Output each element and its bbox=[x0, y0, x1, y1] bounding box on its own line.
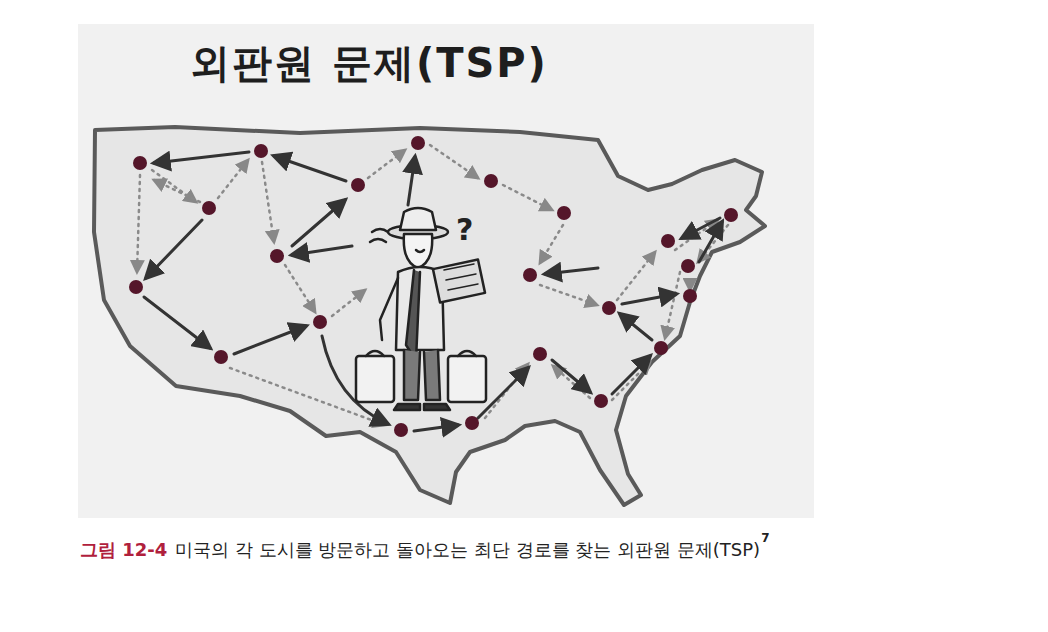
illustration-ground bbox=[78, 24, 814, 518]
city-dots bbox=[129, 136, 738, 437]
footnote-mark: 7 bbox=[761, 531, 769, 545]
dotted-routes bbox=[137, 145, 728, 425]
figure-number: 그림 12-4 bbox=[80, 538, 167, 562]
caption: 미국의 각 도시를 방문하고 돌아오는 최단 경로를 찾는 외판원 문제(TSP… bbox=[175, 538, 760, 562]
caption-row: 그림 12-4 미국의 각 도시를 방문하고 돌아오는 최단 경로를 찾는 외판원… bbox=[80, 538, 770, 562]
us-outline bbox=[94, 127, 765, 505]
solid-route bbox=[144, 152, 722, 431]
salesman-figure bbox=[356, 208, 486, 410]
title: 외판원 문제(TSP) bbox=[190, 36, 548, 91]
question-mark: ? bbox=[456, 212, 473, 247]
